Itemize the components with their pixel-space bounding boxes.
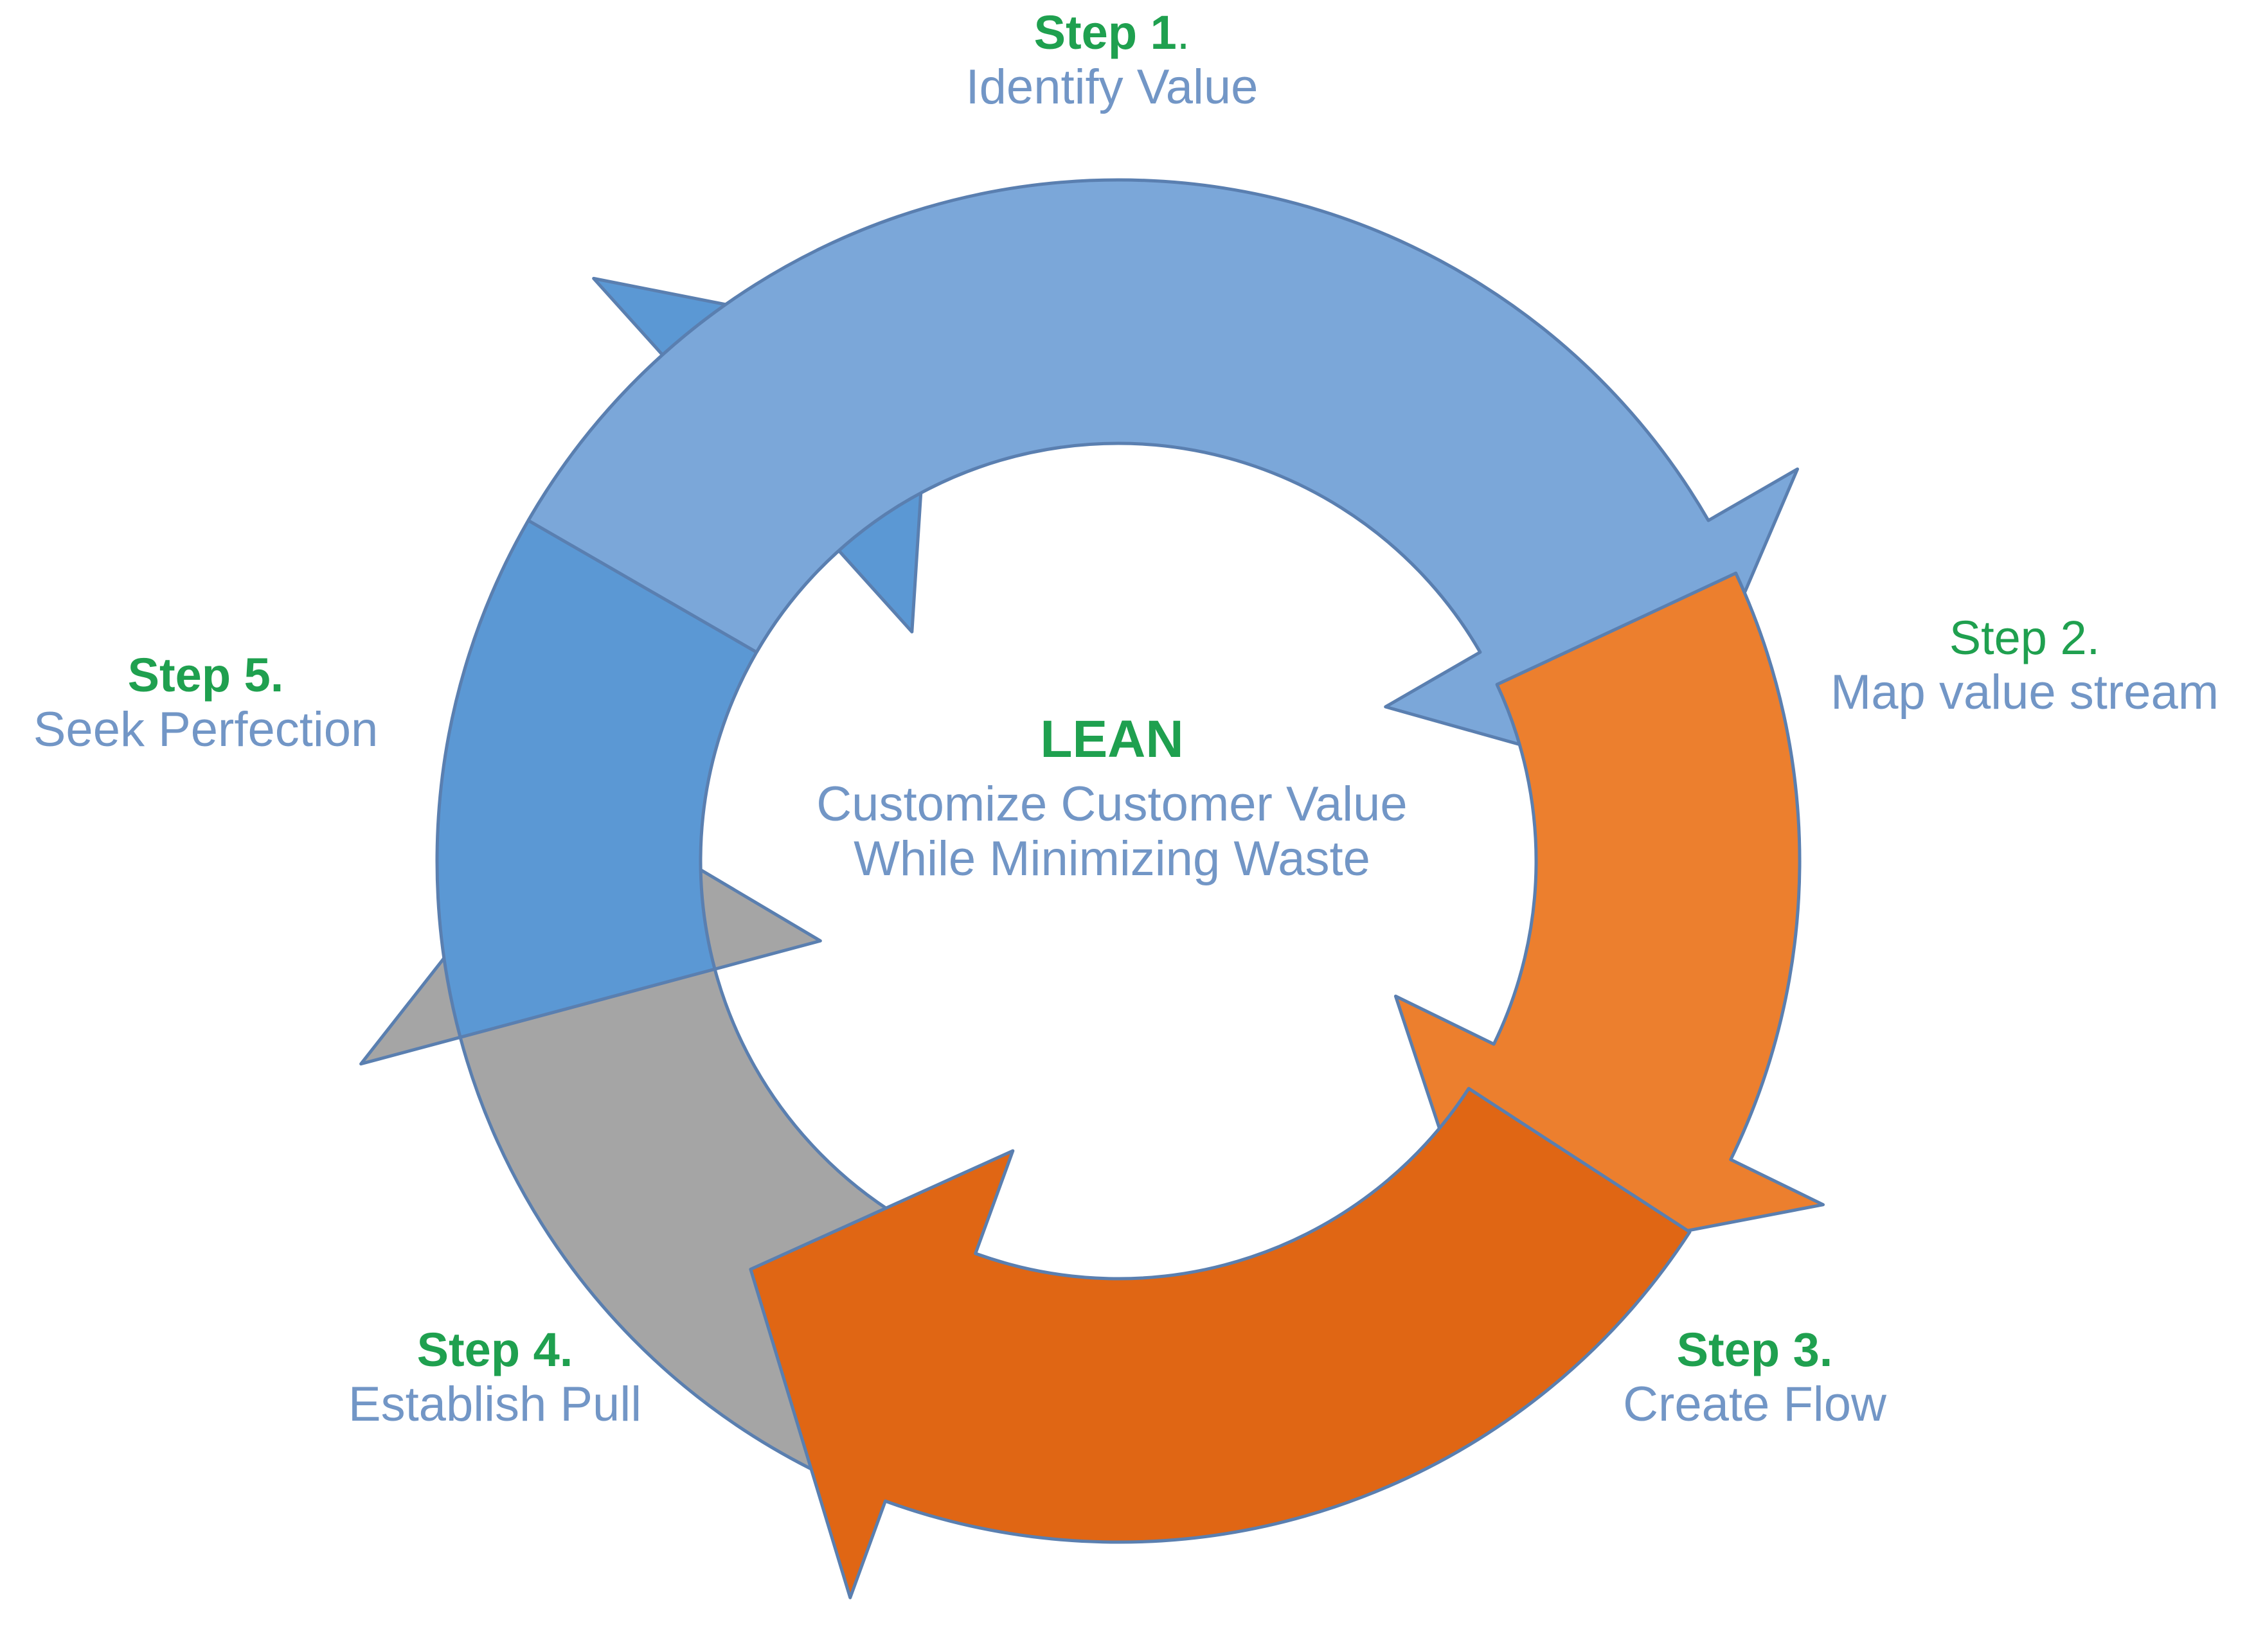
step-5-label: Step 5. Seek Perfection: [0, 648, 456, 757]
center-line-2: While Minimizing Waste: [854, 831, 1370, 886]
step-4-label: Step 4. Establish Pull: [244, 1323, 746, 1432]
step-1-text: Identify Value: [965, 59, 1258, 114]
step-1-number-suffix: .: [1176, 6, 1190, 59]
step-3-number: Step 3.: [1676, 1323, 1833, 1376]
step-3-label: Step 3. Create Flow: [1504, 1323, 2005, 1432]
step-3-text: Create Flow: [1623, 1376, 1886, 1432]
step-5-text: Seek Perfection: [33, 702, 379, 757]
arrow-step-3: [749, 1087, 1692, 1599]
step-1-number-text: Step 1: [1034, 6, 1177, 59]
step-2-label: Step 2. Map value stream: [1774, 611, 2256, 720]
step-5-number: Step 5.: [127, 648, 284, 702]
arrow-step-1: [526, 178, 1800, 786]
center-label: LEAN Customize Customer Value While Mini…: [726, 710, 1498, 886]
center-line-1: Customize Customer Value: [816, 776, 1408, 831]
cycle-arrow-shape: [526, 178, 1800, 786]
center-title: LEAN: [1040, 710, 1184, 768]
step-2-number: Step 2.: [1949, 611, 2100, 664]
cycle-arrow-shape: [1393, 571, 1825, 1271]
step-2-text: Map value stream: [1830, 664, 2219, 720]
step-1-number: Step 1.: [855, 6, 1369, 60]
arrow-step-2: [1393, 571, 1825, 1271]
step-4-text: Establish Pull: [348, 1376, 642, 1432]
step-4-number: Step 4.: [416, 1323, 573, 1376]
cycle-arrow-shape: [749, 1087, 1692, 1599]
step-1-label: Step 1. Identify Value: [855, 6, 1369, 114]
